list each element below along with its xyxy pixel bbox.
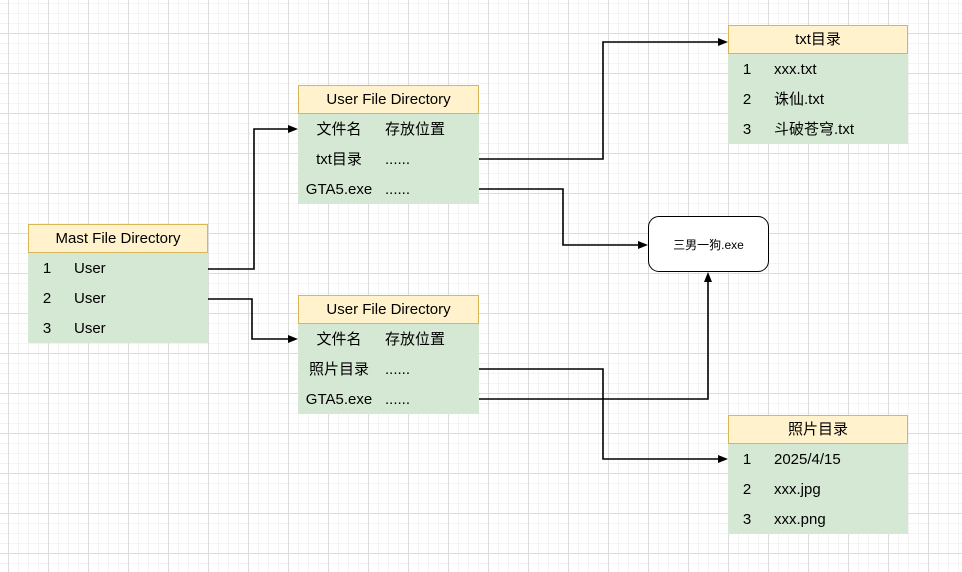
connector-ufdbottom-to-exe[interactable]	[479, 272, 712, 400]
row-value: xxx.txt	[774, 60, 817, 78]
row-value: xxx.jpg	[774, 480, 821, 498]
row-index: 3	[742, 120, 752, 138]
table-row[interactable]: 文件名 存放位置	[298, 114, 479, 144]
mast-file-directory-table[interactable]: Mast File Directory 1 User 2 User 3 User	[28, 224, 208, 343]
txt-directory-title: txt目录	[795, 31, 841, 48]
row-location: ......	[385, 360, 411, 378]
row-index: 3	[742, 510, 752, 528]
row-location: ......	[385, 180, 411, 198]
mast-table-body: 1 User 2 User 3 User	[28, 253, 208, 343]
table-row[interactable]: 2 诛仙.txt	[728, 84, 908, 114]
exe-node[interactable]: 三男一狗.exe	[648, 216, 769, 272]
mast-table-header: Mast File Directory	[28, 224, 208, 253]
row-value: 斗破苍穹.txt	[774, 120, 855, 138]
photo-directory-header: 照片目录	[728, 415, 908, 444]
exe-node-label: 三男一狗.exe	[673, 237, 744, 252]
connector-ufdtop-to-txtdir[interactable]	[479, 38, 728, 160]
table-row[interactable]: GTA5.exe ......	[298, 384, 479, 414]
user-file-directory-bottom-table[interactable]: User File Directory 文件名 存放位置 照片目录 ......…	[298, 295, 479, 414]
row-index: 1	[42, 259, 52, 277]
table-row[interactable]: GTA5.exe ......	[298, 174, 479, 204]
table-row[interactable]: 1 2025/4/15	[728, 444, 908, 474]
row-value: User	[74, 289, 106, 307]
table-row[interactable]: 2 User	[28, 283, 208, 313]
row-index: 1	[742, 450, 752, 468]
connector-ufdtop-to-exe[interactable]	[479, 188, 648, 249]
connector-mast-to-ufd-top[interactable]	[208, 125, 298, 270]
ufd-bottom-title: User File Directory	[326, 301, 451, 318]
table-row[interactable]: 照片目录 ......	[298, 354, 479, 384]
column-header-location: 存放位置	[385, 330, 446, 348]
row-value: 诛仙.txt	[774, 90, 825, 108]
user-file-directory-top-table[interactable]: User File Directory 文件名 存放位置 txt目录 .....…	[298, 85, 479, 204]
ufd-top-header: User File Directory	[298, 85, 479, 114]
row-index: 2	[42, 289, 52, 307]
row-location: ......	[385, 390, 411, 408]
table-row[interactable]: 1 xxx.txt	[728, 54, 908, 84]
row-value: xxx.png	[774, 510, 826, 528]
row-filename: GTA5.exe	[305, 390, 373, 408]
row-index: 2	[742, 90, 752, 108]
photo-directory-title: 照片目录	[787, 421, 848, 438]
ufd-top-body: 文件名 存放位置 txt目录 ...... GTA5.exe ......	[298, 114, 479, 204]
table-row[interactable]: 3 斗破苍穹.txt	[728, 114, 908, 144]
photo-directory-body: 1 2025/4/15 2 xxx.jpg 3 xxx.png	[728, 444, 908, 534]
connector-ufdbottom-to-photodir[interactable]	[479, 368, 728, 463]
row-location: ......	[385, 150, 411, 168]
txt-directory-header: txt目录	[728, 25, 908, 54]
mast-table-title: Mast File Directory	[55, 230, 181, 247]
row-value: 2025/4/15	[774, 450, 841, 468]
txt-directory-table[interactable]: txt目录 1 xxx.txt 2 诛仙.txt 3 斗破苍穹.txt	[728, 25, 908, 144]
connector-mast-to-ufd-bottom[interactable]	[208, 298, 298, 343]
row-value: User	[74, 259, 106, 277]
ufd-bottom-body: 文件名 存放位置 照片目录 ...... GTA5.exe ......	[298, 324, 479, 414]
table-row[interactable]: 3 User	[28, 313, 208, 343]
row-index: 3	[42, 319, 52, 337]
column-header-filename: 文件名	[316, 330, 362, 348]
row-filename: GTA5.exe	[305, 180, 373, 198]
column-header-filename: 文件名	[316, 120, 362, 138]
row-filename: txt目录	[316, 150, 362, 168]
row-filename: 照片目录	[308, 360, 369, 378]
row-index: 2	[742, 480, 752, 498]
row-index: 1	[742, 60, 752, 78]
ufd-bottom-header: User File Directory	[298, 295, 479, 324]
row-value: User	[74, 319, 106, 337]
table-row[interactable]: 2 xxx.jpg	[728, 474, 908, 504]
table-row[interactable]: txt目录 ......	[298, 144, 479, 174]
txt-directory-body: 1 xxx.txt 2 诛仙.txt 3 斗破苍穹.txt	[728, 54, 908, 144]
table-row[interactable]: 3 xxx.png	[728, 504, 908, 534]
photo-directory-table[interactable]: 照片目录 1 2025/4/15 2 xxx.jpg 3 xxx.png	[728, 415, 908, 534]
table-row[interactable]: 文件名 存放位置	[298, 324, 479, 354]
ufd-top-title: User File Directory	[326, 91, 451, 108]
column-header-location: 存放位置	[385, 120, 446, 138]
table-row[interactable]: 1 User	[28, 253, 208, 283]
